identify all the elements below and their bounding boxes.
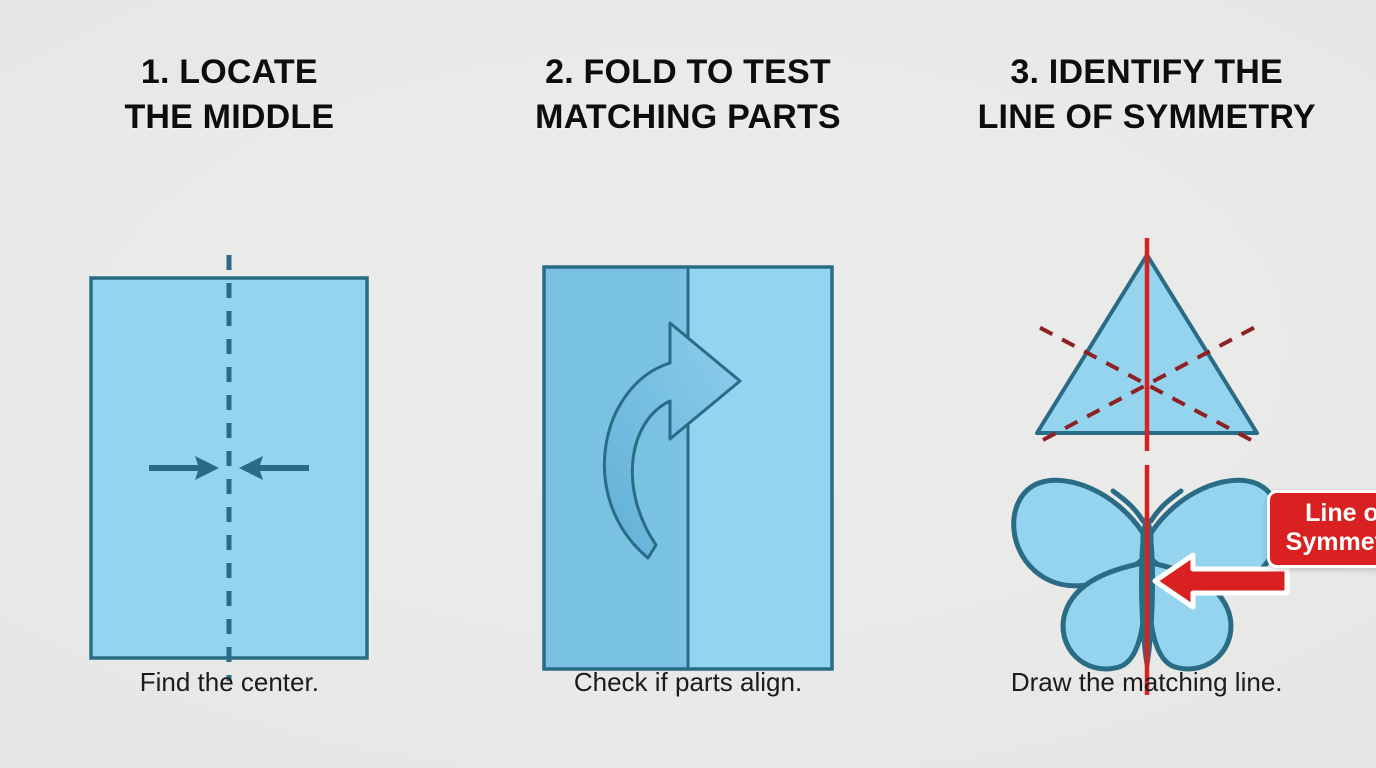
line-of-symmetry-badge[interactable]: Line of Symmetry: [1266, 490, 1376, 568]
diagonal-dashed-line-right: [1041, 323, 1260, 443]
butterfly-antenna-left: [1110, 488, 1146, 524]
triangle-group: [1033, 238, 1260, 452]
arrow-pointing-right-icon: [149, 456, 220, 481]
panel-1-title: 1. LOCATE THE MIDDLE: [124, 53, 335, 137]
butterfly-antenna-right: [1148, 488, 1184, 524]
badge-label-line-1: Line of: [1305, 499, 1376, 528]
fold-arrow-icon: [602, 321, 742, 560]
panel-2-title: 2. FOLD TO TEST MATCHING PARTS: [535, 53, 841, 137]
folding-paper-figure: [542, 265, 834, 672]
panel-fold-to-test: 2. FOLD TO TEST MATCHING PARTS: [459, 0, 918, 768]
butterfly-wing-lower-left: [1060, 560, 1148, 672]
diagonal-dashed-line-left: [1033, 323, 1252, 443]
panel-identify-line-of-symmetry: 3. IDENTIFY THE LINE OF SYMMETRY: [917, 0, 1376, 768]
arrow-pointing-left-icon: [239, 456, 310, 481]
line-of-symmetry-callout[interactable]: [1152, 552, 1290, 610]
badge-label-line-2: Symmetry: [1285, 528, 1376, 557]
triangle-and-butterfly-figure: [1010, 238, 1290, 696]
paper-right-half: [688, 267, 832, 670]
panel-locate-the-middle: 1. LOCATE THE MIDDLE: [0, 0, 459, 768]
panel-1-caption: Find the center.: [139, 667, 319, 697]
panel-3-caption: Draw the matching line.: [1010, 667, 1283, 697]
panel-2-figure: [459, 169, 918, 768]
rectangle-center-line-figure: [89, 255, 370, 682]
callout-arrow-left-icon: [1152, 552, 1290, 610]
panel-1-figure: [0, 169, 459, 768]
panel-2-caption: Check if parts align.: [573, 667, 803, 697]
panel-3-figure: Line of Symmetry: [917, 169, 1376, 768]
panel-3-title: 3. IDENTIFY THE LINE OF SYMMETRY: [977, 53, 1316, 137]
